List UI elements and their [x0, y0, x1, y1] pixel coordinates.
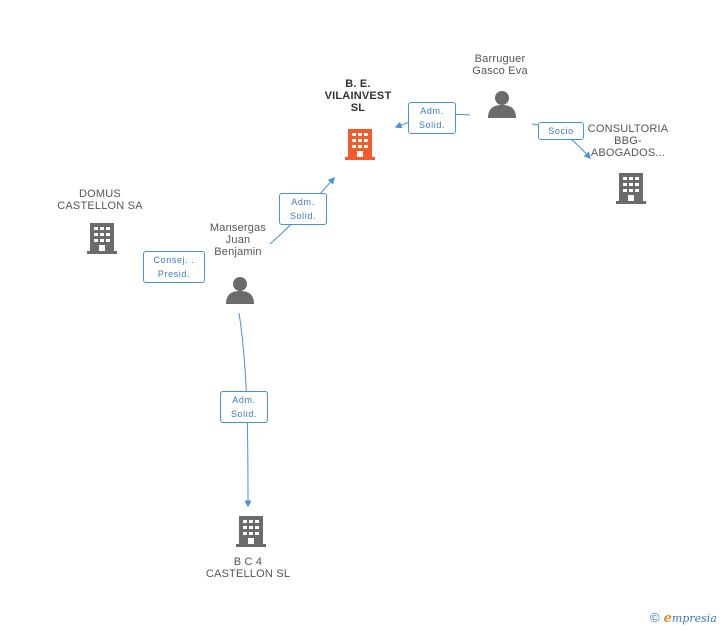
building-icon[interactable]: [616, 173, 646, 204]
edge-label-mansergas-to-domus[interactable]: Consej. . Presid.: [143, 251, 205, 283]
edge-label-line: Consej. .: [153, 255, 195, 265]
edge-label-mansergas-to-be-vilainvest[interactable]: Adm. Solid.: [279, 193, 327, 225]
edge-label-line: Adm.: [232, 395, 256, 405]
node-label-barruguer[interactable]: Barruguer Gasco Eva: [460, 53, 540, 77]
edge-label-line: Adm.: [420, 106, 444, 116]
node-label-bc4[interactable]: B C 4 CASTELLON SL: [198, 556, 298, 580]
edge-label-line: Presid.: [157, 269, 191, 279]
node-label-line: Juan: [225, 234, 251, 246]
edge-label-line: Solid.: [289, 211, 317, 221]
copyright-icon: ©: [650, 610, 660, 625]
edge-label-mansergas-to-bc4[interactable]: Adm. Solid.: [220, 391, 268, 423]
node-label-be-vilainvest[interactable]: B. E. VILAINVEST SL: [318, 78, 398, 114]
node-label-line: B. E.: [345, 78, 371, 90]
brand-logo: ©empresia: [650, 610, 717, 626]
edge-label-barruguer-to-be-vilainvest[interactable]: Adm. Solid.: [408, 102, 456, 134]
edge-label-barruguer-to-consultoria[interactable]: Socio: [538, 122, 584, 140]
node-label-line: CONSULTORIA: [587, 123, 669, 135]
edge-label-line: Socio: [548, 126, 574, 136]
node-label-line: ABOGADOS...: [590, 147, 666, 159]
node-label-line: VILAINVEST: [324, 90, 392, 102]
edge-label-line: Solid.: [230, 409, 258, 419]
node-label-domus[interactable]: DOMUS CASTELLON SA: [50, 188, 150, 212]
edge-label-line: Adm.: [291, 197, 315, 207]
person-icon[interactable]: [226, 277, 254, 304]
node-label-consultoria[interactable]: CONSULTORIA BBG- ABOGADOS...: [582, 123, 674, 159]
node-label-line: CASTELLON SA: [57, 200, 143, 212]
building-icon[interactable]: [345, 129, 375, 160]
node-label-line: Mansergas: [209, 222, 267, 234]
brand-name: mpresia: [671, 612, 717, 625]
brand-e: e: [663, 611, 672, 626]
node-label-line: B C 4: [233, 556, 263, 568]
building-icon[interactable]: [87, 223, 117, 254]
node-label-line: CASTELLON SL: [205, 568, 291, 580]
node-label-line: Barruguer: [474, 53, 526, 65]
node-label-line: Benjamin: [214, 246, 262, 258]
edge-label-line: Solid.: [418, 120, 446, 130]
node-label-line: SL: [350, 102, 366, 114]
node-label-line: DOMUS: [79, 188, 121, 200]
node-label-line: Gasco Eva: [472, 65, 528, 77]
node-label-line: BBG-: [614, 135, 642, 147]
building-icon[interactable]: [236, 516, 266, 547]
person-icon[interactable]: [488, 91, 516, 118]
node-label-mansergas[interactable]: Mansergas Juan Benjamin: [198, 222, 278, 258]
